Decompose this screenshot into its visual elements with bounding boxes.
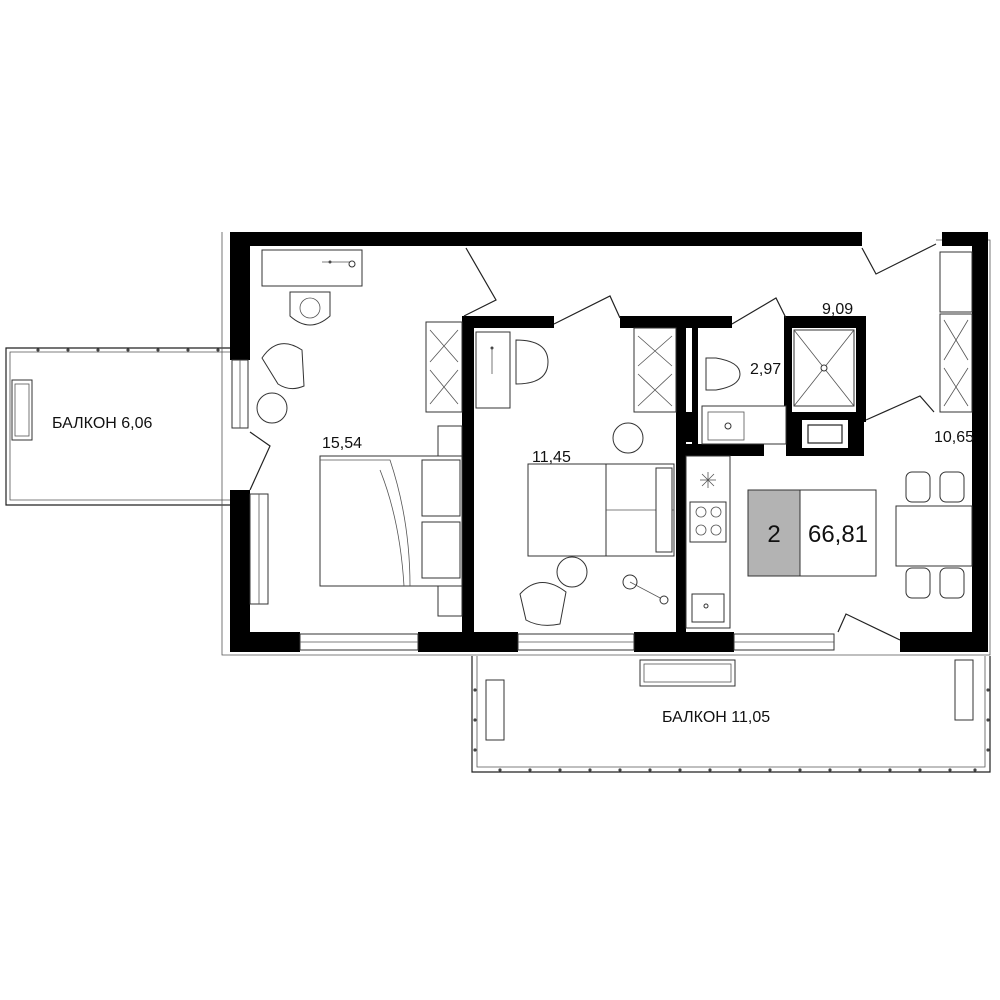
dining-table — [895, 505, 973, 567]
bathroom-fixtures — [701, 329, 855, 445]
wardrobe — [633, 327, 677, 413]
desk — [475, 331, 511, 409]
chair — [939, 567, 965, 599]
kitchen-sink — [691, 593, 725, 623]
left-balcony — [5, 347, 230, 506]
rooms-count: 2 — [767, 521, 780, 548]
side-table — [556, 556, 588, 588]
walls — [230, 232, 988, 652]
wc-area-label: 2,97 — [750, 361, 781, 378]
side-table — [256, 392, 288, 424]
chair — [289, 291, 331, 326]
total-area-box — [799, 489, 877, 577]
balcony-cabinet — [11, 379, 33, 441]
bedroom-furniture — [256, 249, 463, 617]
apartment-badge: 2 66,81 — [747, 489, 877, 577]
chair — [939, 471, 965, 503]
kitchen-living-area-label: 10,65 — [934, 429, 974, 446]
windows — [231, 359, 835, 651]
fan-icon — [700, 472, 716, 488]
chair — [515, 339, 549, 385]
balcony-railing-dots — [36, 348, 220, 352]
balcony-cabinet — [485, 679, 505, 741]
hall-wardrobe — [939, 251, 973, 313]
balcony-bottom-label: БАЛКОН 11,05 — [662, 709, 770, 726]
armchair — [519, 582, 567, 626]
side-table — [612, 422, 644, 454]
kitchen-furniture — [685, 251, 973, 629]
balcony-railing-dots — [473, 688, 990, 772]
balcony-left-label: БАЛКОН 6,06 — [52, 415, 153, 432]
bedroom-area-label: 15,54 — [322, 435, 362, 452]
chair — [905, 471, 931, 503]
bottom-balcony — [471, 656, 991, 773]
chair — [905, 567, 931, 599]
room2-area-label: 11,45 — [532, 449, 571, 466]
toilet — [705, 357, 741, 391]
total-area: 66,81 — [808, 521, 868, 548]
balcony-cabinet — [954, 659, 974, 721]
stove — [689, 501, 727, 543]
wardrobe — [425, 321, 463, 413]
hall-wardrobe — [939, 313, 973, 413]
armchair — [261, 343, 305, 390]
rooms-count-box — [747, 489, 801, 577]
room2-furniture — [475, 327, 677, 626]
bathroom-area-label: 9,09 — [822, 301, 853, 318]
doors — [249, 243, 937, 641]
desk — [261, 249, 363, 287]
